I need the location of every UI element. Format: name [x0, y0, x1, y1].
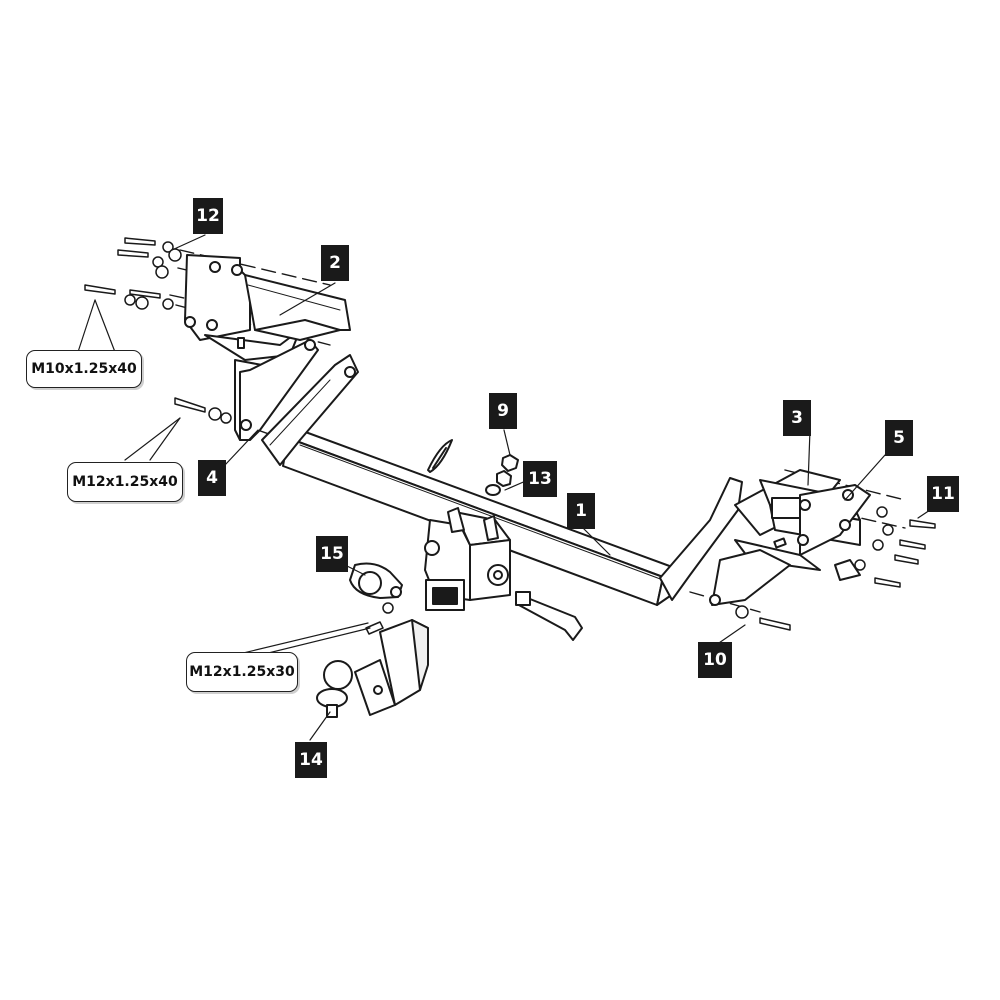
bolt-spec-m12x30: M12x1.25x30: [186, 652, 298, 692]
part-label-10: 10: [698, 642, 732, 678]
ball-mount: [316, 619, 429, 718]
part-label-13: 13: [523, 461, 557, 497]
receiver-housing: [424, 507, 511, 611]
part-label-9: 9: [489, 393, 517, 429]
hitch-pin: [515, 591, 583, 641]
nut-and-washer-9-13: [485, 454, 519, 496]
right-bracket: [709, 479, 871, 606]
part-label-11: 11: [927, 476, 959, 512]
part-label-3: 3: [783, 400, 811, 436]
part-label-2: 2: [321, 245, 349, 281]
part-label-4: 4: [198, 460, 226, 496]
bolt-spec-m10x40: M10x1.25x40: [26, 350, 142, 388]
left-side-plate: [261, 354, 359, 466]
socket-plate: [349, 562, 403, 599]
part-label-12: 12: [193, 198, 223, 234]
part-label-14: 14: [295, 742, 327, 778]
bolt-spec-m12x40: M12x1.25x40: [67, 462, 183, 502]
left-strut: [239, 339, 319, 441]
part-label-15: 15: [316, 536, 348, 572]
bolts: [84, 237, 936, 635]
part-label-5: 5: [885, 420, 913, 456]
cotter-clip: [427, 439, 453, 473]
part-label-1: 1: [567, 493, 595, 529]
